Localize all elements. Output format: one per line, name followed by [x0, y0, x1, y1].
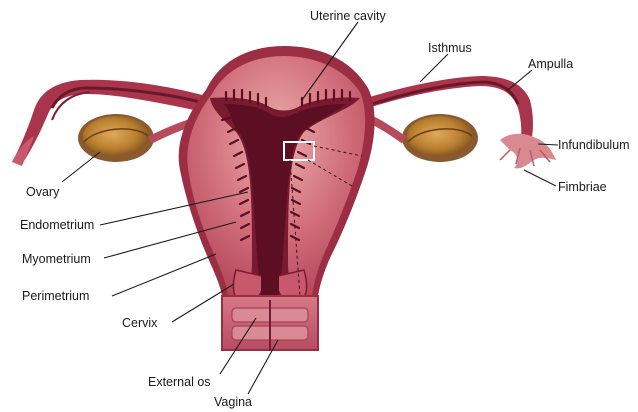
label-endometrium: Endometrium [20, 218, 94, 232]
label-uterine-cavity: Uterine cavity [310, 9, 386, 23]
right-fimbriae [500, 134, 556, 169]
left-ovary [78, 114, 154, 162]
label-perimetrium: Perimetrium [22, 289, 89, 303]
label-myometrium: Myometrium [22, 252, 91, 266]
label-ovary: Ovary [26, 185, 60, 199]
label-fimbriae: Fimbriae [558, 180, 607, 194]
label-cervix: Cervix [122, 316, 158, 330]
label-isthmus: Isthmus [428, 41, 472, 55]
label-infundibulum: Infundibulum [558, 138, 630, 152]
label-vagina: Vagina [214, 395, 252, 409]
label-external-os: External os [148, 375, 211, 389]
label-ampulla: Ampulla [528, 57, 573, 71]
vagina [222, 296, 318, 350]
right-ovary [402, 114, 478, 162]
